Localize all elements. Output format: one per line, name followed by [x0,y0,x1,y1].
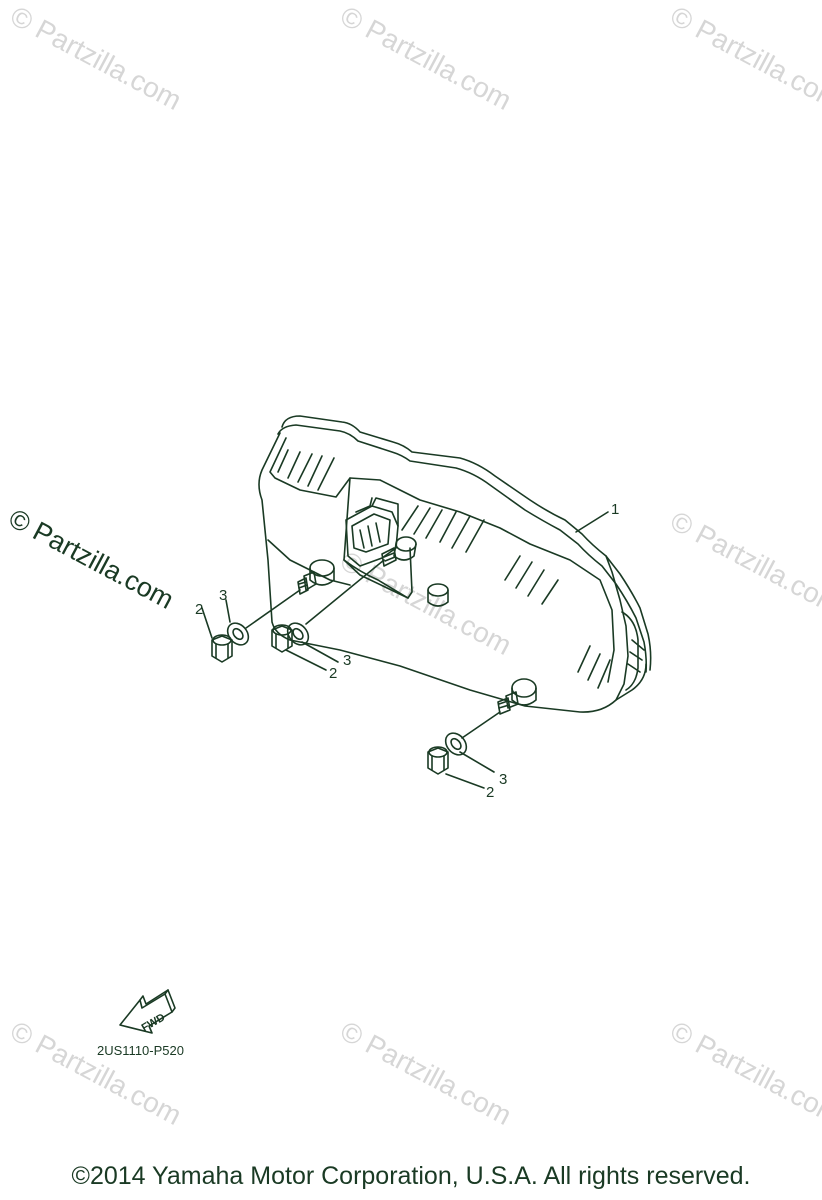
callout-2-middle: 2 [329,665,337,682]
fwd-arrow-icon [119,989,176,1034]
callout-2-lower: 2 [486,784,494,801]
meter-assembly [258,415,652,715]
copyright-notice: ©2014 Yamaha Motor Corporation, U.S.A. A… [71,1162,751,1190]
hardware-set-left [201,589,301,663]
leader-line-1 [575,511,609,533]
callout-3-lower: 3 [499,771,507,788]
hardware-set-lower [427,711,501,789]
callout-3-middle: 3 [343,652,351,669]
diagram-reference: 2US1110-P520 [97,1043,184,1058]
callout-3-left: 3 [219,587,227,604]
fwd-label: FWD [140,1011,168,1034]
callout-1: 1 [611,501,619,518]
callout-2-left: 2 [195,601,203,618]
hardware-set-middle [271,559,385,671]
